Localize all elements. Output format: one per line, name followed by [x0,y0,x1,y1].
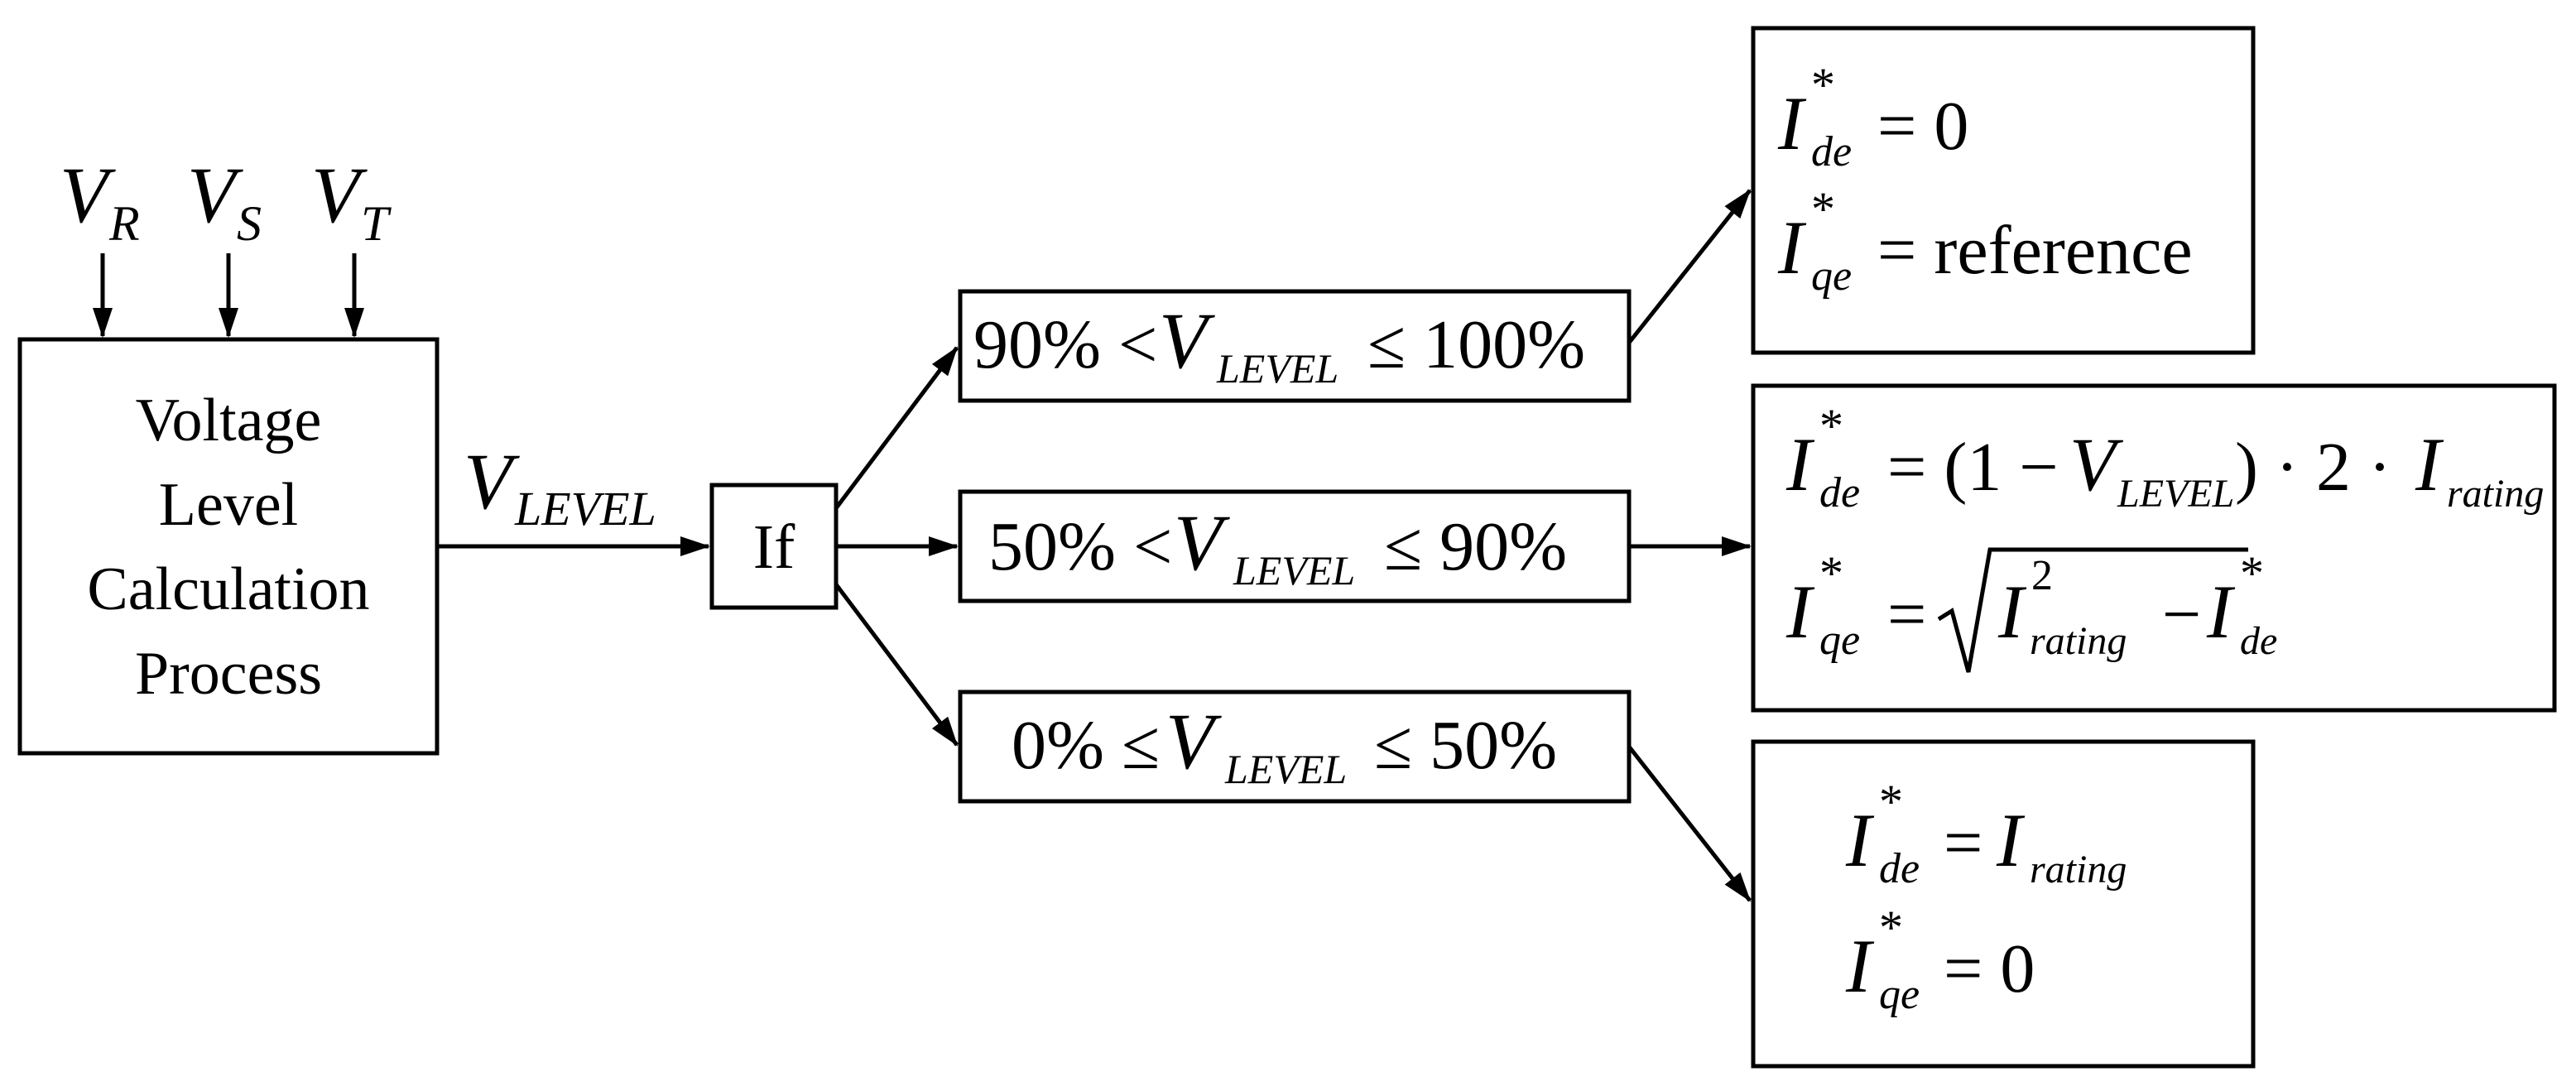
if-to-cond1-arrow [834,346,959,510]
svg-text:I: I [1845,924,1875,1008]
svg-text:I: I [1845,798,1875,882]
process-block [17,337,440,756]
svg-text:I: I [2206,569,2236,654]
result-box-3 [1751,739,2256,1069]
svg-text:0% ≤: 0% ≤ [1012,707,1160,784]
svg-text:LEVEL: LEVEL [1216,345,1338,392]
svg-text:I: I [1777,205,1807,290]
svg-text:V: V [1159,296,1215,385]
condition-3-text: 0% ≤ V LEVEL ≤ 50% [1012,697,1557,792]
condition-1-text: 90% < V LEVEL ≤ 100% [973,296,1585,392]
result-1-iq-equation: I * qe = reference [1777,182,2193,300]
svg-text:V: V [1165,697,1222,786]
input-vs-label: V S [187,151,262,251]
cond1-to-result1-arrow [1627,189,1752,344]
result-box-1 [1751,26,2256,355]
svg-text:V: V [464,437,520,526]
svg-text:de: de [1811,128,1852,175]
svg-text:= (1 −: = (1 − [1887,429,2059,506]
svg-text:V: V [187,151,243,239]
svg-text:I: I [1996,798,2026,882]
svg-text:=: = [1887,576,1926,653]
svg-text:90% <: 90% < [973,306,1157,383]
process-line-3: Calculation [87,555,369,623]
sqrt-radical-icon [1937,547,2248,673]
svg-text:R: R [108,196,140,251]
svg-text:*: * [1879,901,1903,954]
result-3-iq-equation: I * qe = 0 [1845,901,2035,1018]
svg-text:LEVEL: LEVEL [514,482,656,536]
input-vr-label: V R [60,151,140,251]
svg-text:T: T [361,196,392,251]
cond3-to-result3-arrow [1627,745,1752,902]
svg-text:qe: qe [1811,252,1852,300]
condition-box-3 [958,690,1632,804]
svg-text:≤ 100%: ≤ 100% [1367,306,1585,383]
process-line-2: Level [159,471,298,539]
condition-box-1 [958,289,1632,403]
result-1-id-equation: I * de = 0 [1777,58,1968,175]
svg-text:S: S [237,196,262,251]
svg-text:de: de [1819,469,1860,517]
svg-text:LEVEL: LEVEL [1224,746,1347,792]
if-label: If [753,512,795,582]
svg-text:V: V [1174,498,1230,587]
svg-text:−: − [2162,576,2201,653]
svg-text:V: V [60,151,116,239]
svg-text:I: I [2415,422,2444,507]
svg-text:LEVEL: LEVEL [1233,547,1355,593]
svg-text:LEVEL: LEVEL [2117,472,2234,516]
result-3-id-equation: I * de = I rating [1845,775,2127,892]
svg-text:= reference: = reference [1877,212,2193,289]
svg-text:qe: qe [1879,971,1920,1018]
vlevel-label: V LEVEL [464,437,656,536]
svg-text:2: 2 [2031,552,2053,599]
svg-text:V: V [311,151,368,239]
svg-text:*: * [1819,546,1843,600]
process-line-4: Process [135,640,322,708]
condition-2-text: 50% < V LEVEL ≤ 90% [988,498,1567,593]
svg-text:rating: rating [2030,619,2127,663]
if-block [709,483,839,610]
svg-text:*: * [2240,546,2264,600]
svg-text:= 0: = 0 [1877,88,1968,165]
svg-text:50% <: 50% < [988,508,1172,585]
input-vt-label: V T [311,151,392,251]
svg-text:*: * [1811,58,1835,112]
svg-text:*: * [1811,182,1835,236]
svg-text:I: I [1997,569,2027,654]
svg-text:I: I [1777,81,1807,166]
svg-text:) · 2 ·: ) · 2 · [2235,429,2391,506]
svg-text:I: I [1785,422,1815,507]
svg-text:=: = [1944,805,1982,882]
svg-text:qe: qe [1819,617,1860,664]
svg-text:≤ 50%: ≤ 50% [1374,707,1557,784]
svg-text:rating: rating [2447,472,2544,516]
svg-text:≤ 90%: ≤ 90% [1384,508,1567,585]
svg-text:rating: rating [2030,848,2127,891]
result-2-id-equation: I * de = (1 − V LEVEL ) · 2 · I rating [1785,399,2544,517]
svg-text:de: de [2240,619,2277,663]
svg-text:V: V [2069,422,2124,507]
svg-text:de: de [1879,845,1920,892]
svg-text:*: * [1819,399,1843,453]
svg-text:I: I [1785,569,1815,654]
svg-text:= 0: = 0 [1944,930,2035,1007]
process-line-1: Voltage [136,387,322,454]
result-2-iq-equation: I * qe = I 2 rating − I * de [1785,546,2277,673]
svg-text:*: * [1879,775,1903,829]
if-to-cond3-arrow [834,583,959,747]
